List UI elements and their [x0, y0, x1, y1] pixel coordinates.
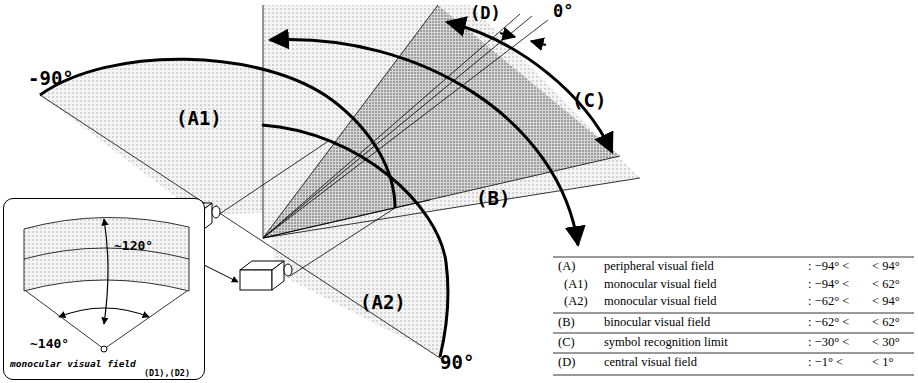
- b-arc: [270, 39, 578, 245]
- table-cell: : −30° <: [808, 336, 849, 350]
- inset-text: monocular visual field: [10, 359, 136, 369]
- table-cell: : −62° <: [808, 295, 849, 309]
- table-cell: < 30°: [872, 336, 900, 350]
- table-cell: (A2): [564, 295, 588, 309]
- inset-text: (D1),(D2): [144, 369, 190, 378]
- table-cell: monocular visual field: [604, 295, 716, 309]
- table-cell: binocular visual field: [604, 316, 710, 330]
- table-cell: (C): [558, 336, 575, 350]
- table-cell: (D): [558, 356, 575, 370]
- table-cell: monocular visual field: [604, 278, 716, 292]
- table-cell: < 94°: [872, 295, 900, 309]
- inset-text: ~140°: [30, 337, 69, 351]
- monocular-field-sketch: [4, 199, 206, 381]
- table-cell: < 1°: [872, 356, 893, 370]
- region-label: (D): [470, 4, 501, 23]
- c-arc: [447, 22, 612, 152]
- table-rule: [553, 257, 914, 375]
- a2-arc: [262, 125, 448, 357]
- table-cell: (A1): [564, 278, 588, 292]
- region-label: 0°: [553, 2, 573, 21]
- d-arrow: [500, 33, 515, 37]
- table-cell: < 62°: [872, 278, 900, 292]
- table-cell: peripheral visual field: [604, 260, 714, 274]
- table-cell: : −62° <: [808, 316, 849, 330]
- table-cell: : −94° <: [808, 278, 849, 292]
- table-cell: : −94° <: [808, 260, 849, 274]
- inset-text: ~120°: [114, 239, 153, 253]
- d-arrow: [531, 41, 546, 45]
- table-cell: symbol recognition limit: [604, 336, 728, 350]
- region-label: (C): [572, 90, 606, 111]
- region-label: 90°: [440, 352, 474, 373]
- table-cell: (A): [558, 260, 575, 274]
- table-cell: < 62°: [872, 316, 900, 330]
- region-label: (A2): [360, 292, 406, 313]
- table-cell: : −1° <: [808, 356, 843, 370]
- table-cell: central visual field: [604, 356, 697, 370]
- inset-box: ~120° ~140° monocular visual field (D1),(D2…: [3, 198, 205, 380]
- table-cell: < 94°: [872, 260, 900, 274]
- a1-arc: [40, 59, 395, 208]
- region-label: (B): [476, 188, 510, 209]
- region-label: (A1): [176, 108, 222, 129]
- table-cell: (B): [558, 316, 575, 330]
- region-label: -90°: [28, 68, 74, 89]
